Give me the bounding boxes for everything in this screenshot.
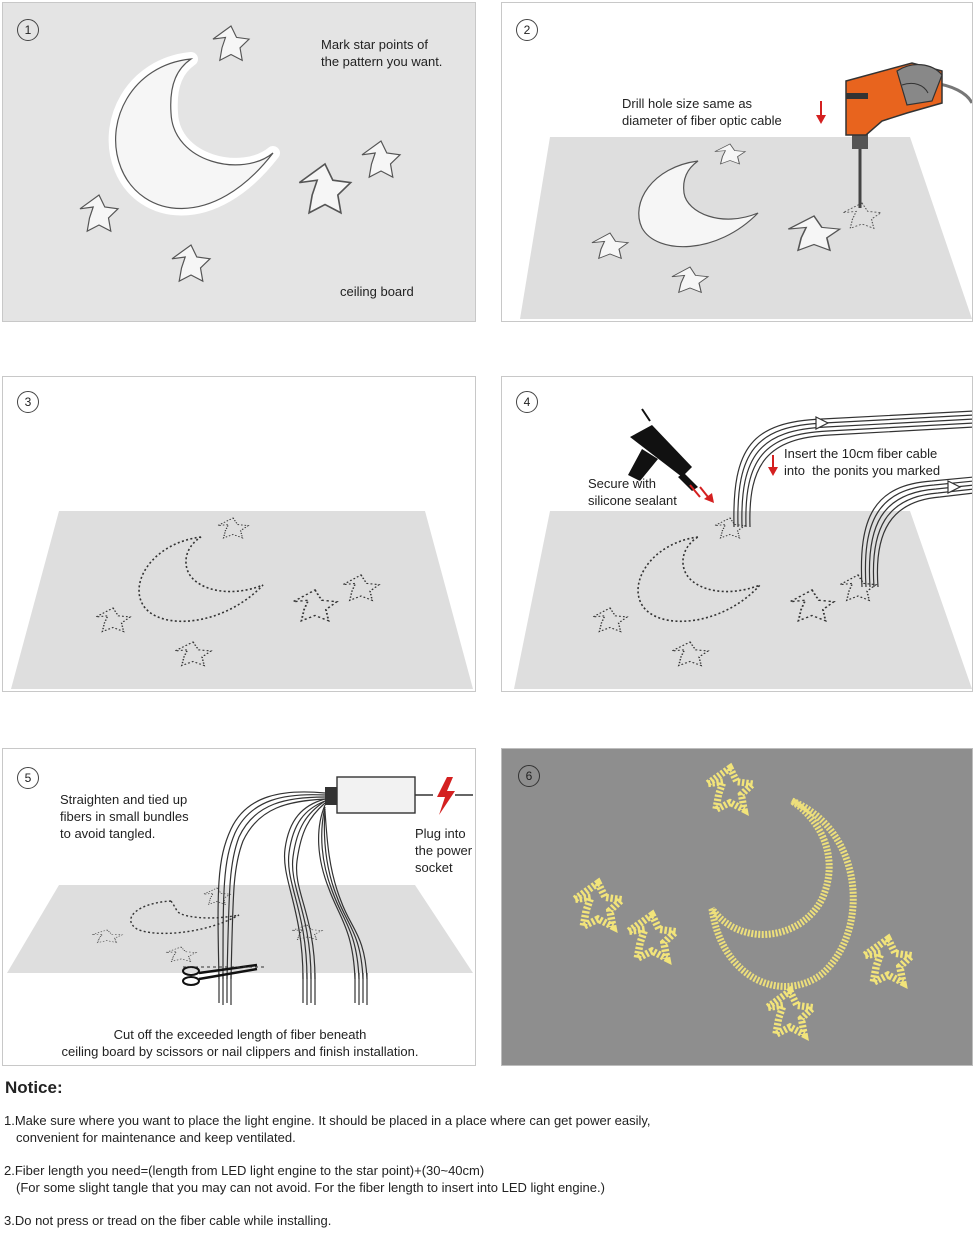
step-3-illustration (11, 511, 473, 689)
fiber-bundle-left (733, 410, 972, 528)
step-4-panel: 4 Secure with silicone sealant Insert th… (501, 376, 973, 692)
notice-item-1-line1: 1.Make sure where you want to place the … (4, 1113, 651, 1128)
step-1-number: 1 (17, 19, 39, 41)
bundle-callout: Straighten and tied up fibers in small b… (60, 792, 189, 841)
step-2-number: 2 (516, 19, 538, 41)
notice-item-2-line1: 2.Fiber length you need=(length from LED… (4, 1163, 485, 1178)
ceiling-board-label: ceiling board (340, 284, 414, 299)
step-3-panel: 3 (2, 376, 476, 692)
step-3-number: 3 (17, 391, 39, 413)
step-2-callout: Drill hole size same as diameter of fibe… (622, 96, 782, 128)
step-6-illustration (572, 762, 920, 1042)
down-arrow-icon (816, 101, 826, 124)
step-4-illustration (514, 408, 972, 689)
step-5-number: 5 (17, 767, 39, 789)
notice-title: Notice: (5, 1078, 63, 1097)
cut-fiber-caption: Cut off the exceeded length of fiber ben… (61, 1027, 419, 1059)
ceiling-board (7, 885, 473, 973)
step-4-number: 4 (516, 391, 538, 413)
scissors-icon (182, 963, 267, 986)
drill-icon (845, 62, 972, 208)
insert-fiber-callout: Insert the 10cm fiber cable into the pon… (784, 446, 941, 478)
notice-item-3: 3.Do not press or tread on the fiber cab… (4, 1212, 964, 1229)
fiber-bundle (217, 791, 368, 980)
fiber-bundle-right (860, 476, 972, 588)
step-1-illustration (79, 25, 401, 282)
ceiling-board (520, 137, 972, 319)
glowing-star-icon (572, 762, 920, 1042)
notice-item-1: 1.Make sure where you want to place the … (4, 1112, 964, 1146)
step-2-panel: 2 Drill hole size same as diameter of fi… (501, 2, 973, 322)
fiber-ends (218, 973, 368, 1005)
moon-icon (130, 900, 240, 935)
notice-section: Notice: 1.Make sure where you want to pl… (4, 1078, 964, 1245)
step-6-panel: 6 (501, 748, 973, 1066)
glowing-moon-icon (708, 797, 857, 990)
step-6-number: 6 (518, 765, 540, 787)
glue-gun-icon (628, 408, 701, 498)
lightning-icon (437, 777, 455, 815)
star-icon (591, 143, 842, 294)
moon-icon (138, 536, 264, 623)
light-engine-icon (325, 776, 473, 814)
step-5-panel: 5 Straighten and tied up fibers in small… (2, 748, 476, 1066)
sealant-callout: Secure with silicone sealant (588, 476, 677, 508)
notice-item-3-line1: 3.Do not press or tread on the fiber cab… (4, 1213, 332, 1228)
moon-icon (638, 160, 759, 248)
down-arrow-icon (699, 455, 778, 503)
notice-item-2: 2.Fiber length you need=(length from LED… (4, 1162, 964, 1196)
star-icon (91, 887, 324, 962)
notice-item-2-line2: (For some slight tangle that you may can… (16, 1180, 605, 1195)
plug-callout: Plug into the power socket (415, 826, 473, 875)
ceiling-board (11, 511, 473, 689)
star-icon (842, 202, 883, 230)
step-2-illustration (520, 62, 972, 319)
moon-icon (108, 52, 280, 216)
notice-item-1-line2: convenient for maintenance and keep vent… (16, 1130, 296, 1145)
step-1-panel: 1 Mark star points of the pattern you wa… (2, 2, 476, 322)
step-5-illustration (7, 776, 473, 1005)
star-icon (95, 517, 381, 667)
step-1-callout: Mark star points of the pattern you want… (321, 37, 443, 69)
